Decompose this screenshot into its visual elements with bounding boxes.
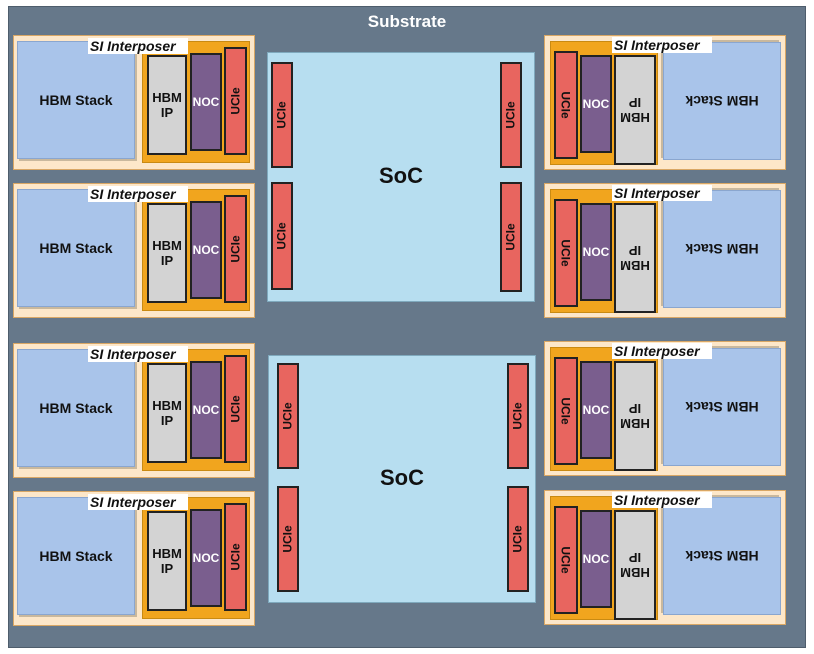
substrate-title: Substrate [367, 12, 447, 31]
hbm-ip-block: HBM IP [614, 203, 656, 313]
ucie-label: UCIe [511, 525, 525, 553]
hbm-stack: HBM Stack [17, 41, 135, 159]
hbm-ip-block: HBM IP [614, 361, 656, 471]
ucie-block: UCIe [500, 62, 522, 168]
ucie-label: UCIe [504, 223, 518, 251]
ucie-label: UCIe [559, 546, 573, 574]
noc-block: NOC [580, 361, 612, 459]
si-interposer-label: SI Interposer [612, 492, 712, 508]
ucie-label: UCIe [228, 235, 243, 263]
noc-block: NOC [190, 509, 222, 607]
ucie-block: UCIe [554, 506, 578, 614]
hbm-ip-block: HBM IP [614, 510, 656, 620]
noc-block: NOC [580, 203, 612, 301]
hbm-stack: HBM Stack [663, 497, 781, 615]
ucie-block: UCIe [554, 199, 578, 307]
ucie-label: UCIe [504, 101, 518, 129]
ucie-block: UCIe [500, 182, 522, 292]
ucie-label: UCIe [559, 397, 573, 425]
ucie-label: UCIe [559, 91, 573, 119]
hbm-ip-block: HBM IP [147, 511, 187, 611]
hbm-stack: HBM Stack [17, 349, 135, 467]
si-interposer-label: SI Interposer [88, 186, 188, 202]
ucie-label: UCIe [228, 543, 243, 571]
hbm-stack: HBM Stack [663, 190, 781, 308]
ucie-label: UCIe [275, 101, 289, 129]
soc-die [267, 52, 535, 302]
ucie-block: UCIe [271, 182, 293, 290]
noc-block: NOC [190, 201, 222, 299]
ucie-label: UCIe [228, 395, 243, 423]
ucie-block: UCIe [507, 486, 529, 592]
si-interposer-label: SI Interposer [612, 37, 712, 53]
ucie-block: UCIe [277, 486, 299, 592]
ucie-label: UCIe [275, 222, 289, 250]
soc-die [268, 355, 536, 603]
ucie-block: UCIe [224, 355, 247, 463]
noc-block: NOC [190, 361, 222, 459]
noc-block: NOC [580, 55, 612, 153]
hbm-ip-block: HBM IP [147, 203, 187, 303]
hbm-stack: HBM Stack [17, 189, 135, 307]
noc-block: NOC [190, 53, 222, 151]
hbm-ip-block: HBM IP [614, 55, 656, 165]
ucie-label: UCIe [281, 402, 295, 430]
hbm-ip-block: HBM IP [147, 55, 187, 155]
hbm-stack: HBM Stack [663, 348, 781, 466]
si-interposer-label: SI Interposer [612, 185, 712, 201]
soc-label: SoC [380, 465, 424, 490]
si-interposer-label: SI Interposer [88, 38, 188, 54]
ucie-block: UCIe [224, 503, 247, 611]
ucie-block: UCIe [277, 363, 299, 469]
hbm-stack: HBM Stack [17, 497, 135, 615]
ucie-label: UCIe [281, 525, 295, 553]
ucie-block: UCIe [224, 195, 247, 303]
ucie-block: UCIe [554, 51, 578, 159]
hbm-stack: HBM Stack [663, 42, 781, 160]
ucie-label: UCIe [511, 402, 525, 430]
ucie-label: UCIe [559, 239, 573, 267]
si-interposer-label: SI Interposer [88, 494, 188, 510]
ucie-block: UCIe [554, 357, 578, 465]
ucie-block: UCIe [224, 47, 247, 155]
ucie-label: UCIe [228, 87, 243, 115]
ucie-block: UCIe [507, 363, 529, 469]
si-interposer-label: SI Interposer [612, 343, 712, 359]
noc-block: NOC [580, 510, 612, 608]
ucie-block: UCIe [271, 62, 293, 168]
soc-label: SoC [379, 163, 423, 188]
hbm-ip-block: HBM IP [147, 363, 187, 463]
si-interposer-label: SI Interposer [88, 346, 188, 362]
